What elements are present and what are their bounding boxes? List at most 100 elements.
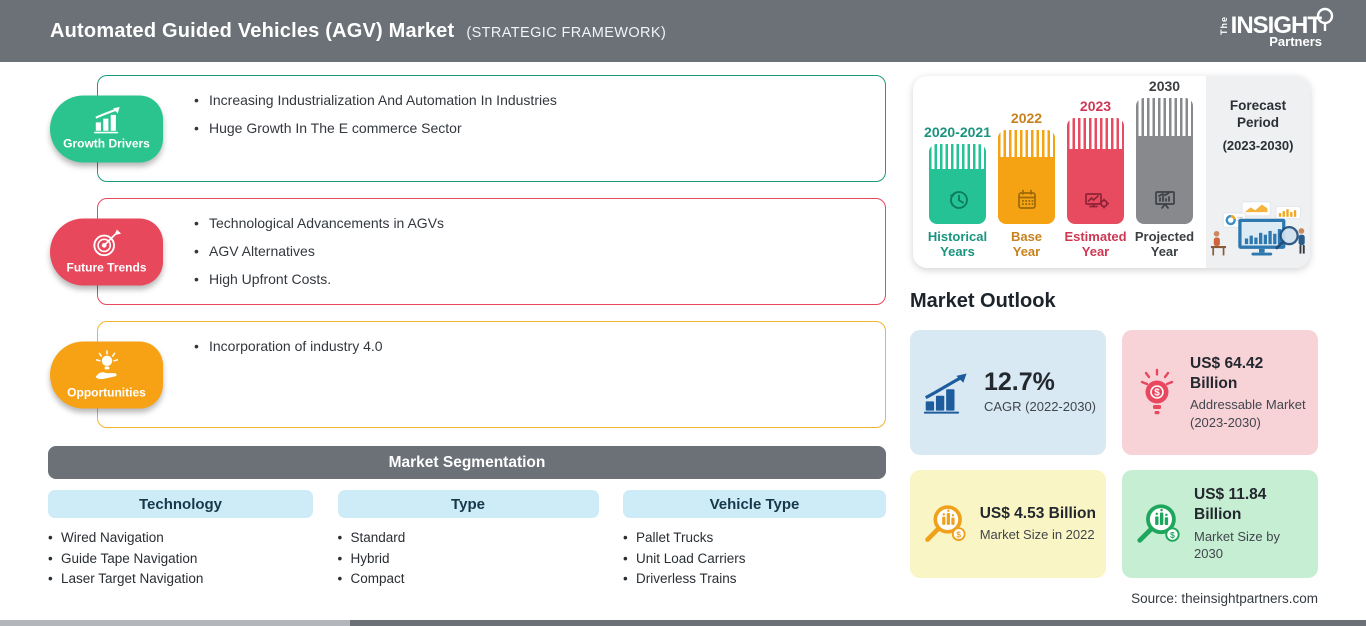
brand-logo-top: The INSIGHT bbox=[1218, 7, 1336, 39]
magnifier-bars-icon: $ bbox=[925, 505, 966, 542]
segmentation-columns: Technology Wired Navigation Guide Tape N… bbox=[48, 490, 886, 590]
timeline-bar-estimated: 2023 bbox=[1064, 98, 1127, 260]
column-list: Standard Hybrid Compact bbox=[338, 528, 599, 590]
timeline-bar-historical: 2020-2021 Historical Year bbox=[924, 124, 991, 260]
bar-solid bbox=[929, 169, 986, 225]
presentation-chart-icon bbox=[1154, 191, 1175, 209]
addressable-market-card: $ US$ 64.42 Billion Addressable Market (… bbox=[1122, 330, 1318, 455]
segmentation-column-technology: Technology Wired Navigation Guide Tape N… bbox=[48, 490, 313, 590]
list-item: Laser Target Navigation bbox=[48, 569, 313, 590]
card-desc: Addressable Market (2023-2030) bbox=[1190, 397, 1306, 430]
scrollbar-thumb[interactable] bbox=[350, 620, 1366, 626]
timeline-bars: 2020-2021 Historical Year bbox=[924, 78, 1195, 260]
market-size-2030-card: $ US$ 11.84 Billion Market Size by 2030 bbox=[1122, 470, 1318, 578]
timeline-bar bbox=[1136, 98, 1193, 225]
svg-text:$: $ bbox=[956, 530, 961, 539]
column-header: Vehicle Type bbox=[623, 490, 886, 518]
forecast-range: (2023-2030) bbox=[1222, 137, 1294, 153]
card-text: US$ 11.84 Billion Market Size by 2030 bbox=[1194, 485, 1308, 562]
opportunities-badge: Opportunities bbox=[50, 341, 163, 408]
timeline-bar bbox=[998, 130, 1055, 225]
card-desc: Market Size by 2030 bbox=[1194, 528, 1280, 562]
opportunities-section: Incorporation of industry 4.0 Opportunit… bbox=[50, 321, 886, 428]
timeline-bar bbox=[929, 144, 986, 225]
market-size-2022-card: $ US$ 4.53 Billion Market Size in 2022 bbox=[910, 470, 1106, 578]
list-item: Huge Growth In The E commerce Sector bbox=[194, 118, 865, 138]
magnifier-bars-icon: $ bbox=[1137, 504, 1180, 543]
growth-arrow-chart-icon bbox=[923, 373, 967, 414]
forecast-period-panel: Forecast Period (2023-2030) bbox=[1206, 76, 1310, 268]
timeline-label: Projected Year bbox=[1134, 229, 1195, 260]
card-value: US$ 4.53 Billion bbox=[979, 505, 1096, 523]
list-item: Compact bbox=[338, 569, 599, 590]
card-value: US$ 64.42 Billion bbox=[1190, 354, 1264, 392]
column-list: Pallet Trucks Unit Load Carriers Driverl… bbox=[623, 528, 886, 590]
bar-stripes bbox=[1136, 98, 1193, 137]
timeline-label: Base Year bbox=[1010, 229, 1043, 260]
horizontal-scrollbar bbox=[0, 620, 1366, 626]
chart-gear-icon bbox=[1084, 193, 1109, 209]
market-outlook-title: Market Outlook bbox=[910, 290, 1056, 312]
forecast-title: Forecast Period bbox=[1229, 98, 1287, 130]
bar-solid bbox=[1136, 136, 1193, 225]
card-value: US$ 11.84 Billion bbox=[1194, 486, 1267, 524]
badge-label: Future Trends bbox=[66, 260, 147, 275]
list-item: High Upfront Costs. bbox=[194, 269, 865, 289]
outlook-cards: 12.7% CAGR (2022-2030) $ US$ bbox=[910, 330, 1318, 578]
page-subtitle: (STRATEGIC FRAMEWORK) bbox=[466, 24, 667, 41]
card-text: US$ 4.53 Billion Market Size in 2022 bbox=[980, 504, 1096, 544]
list-item: Incorporation of industry 4.0 bbox=[194, 336, 865, 356]
svg-text:$: $ bbox=[1154, 387, 1160, 398]
bar-stripes bbox=[998, 130, 1055, 158]
timeline-card: 2020-2021 Historical Year bbox=[913, 76, 1310, 268]
timeline-year: 2020-2021 bbox=[924, 124, 991, 141]
market-segmentation-bar: Market Segmentation bbox=[48, 446, 886, 479]
logo-insight: INSIGHT bbox=[1230, 12, 1322, 39]
logo-the: The bbox=[1218, 16, 1229, 36]
source-attribution: Source: theinsightpartners.com bbox=[1131, 591, 1318, 606]
timeline-bar-projected: 2030 bbox=[1134, 78, 1195, 260]
badge-label: Opportunities bbox=[67, 385, 146, 400]
timeline-year: 2030 bbox=[1148, 78, 1181, 95]
cagr-card: 12.7% CAGR (2022-2030) bbox=[910, 330, 1106, 455]
list-item: Guide Tape Navigation bbox=[48, 549, 313, 570]
timeline-label: Estimated Year bbox=[1064, 229, 1127, 260]
growth-drivers-list: Increasing Industrialization And Automat… bbox=[194, 90, 865, 138]
bar-stripes bbox=[929, 144, 986, 170]
list-item: Pallet Trucks bbox=[623, 528, 886, 549]
column-list: Wired Navigation Guide Tape Navigation L… bbox=[48, 528, 313, 590]
list-item: Unit Load Carriers bbox=[623, 549, 886, 570]
bar-chart-arrow-icon bbox=[93, 106, 120, 134]
column-header: Type bbox=[337, 490, 599, 518]
timeline-label: Historical Years bbox=[927, 229, 988, 260]
svg-text:$: $ bbox=[1170, 530, 1175, 540]
future-trends-list: Technological Advancements in AGVs AGV A… bbox=[194, 213, 865, 289]
segmentation-column-vehicle-type: Vehicle Type Pallet Trucks Unit Load Car… bbox=[623, 490, 886, 590]
card-text: US$ 64.42 Billion Addressable Market (20… bbox=[1190, 354, 1308, 431]
bulb-dollar-icon: $ bbox=[1140, 368, 1174, 414]
timeline-bar-base: 2022 bbox=[998, 110, 1055, 260]
header-bar: Automated Guided Vehicles (AGV) Market (… bbox=[0, 0, 1366, 62]
timeline-year: 2022 bbox=[1010, 110, 1043, 127]
bar-stripes bbox=[1067, 118, 1124, 150]
list-item: Wired Navigation bbox=[48, 528, 313, 549]
card-value: 12.7% bbox=[984, 367, 1055, 396]
growth-drivers-section: Increasing Industrialization And Automat… bbox=[50, 75, 886, 182]
list-item: Technological Advancements in AGVs bbox=[194, 213, 865, 233]
list-item: Hybrid bbox=[338, 549, 599, 570]
calendar-icon bbox=[1017, 189, 1036, 209]
title-wrap: Automated Guided Vehicles (AGV) Market (… bbox=[50, 20, 666, 43]
future-trends-box: Technological Advancements in AGVs AGV A… bbox=[97, 198, 886, 305]
magnifier-icon bbox=[1316, 7, 1334, 31]
page-title: Automated Guided Vehicles (AGV) Market bbox=[50, 19, 455, 42]
segmentation-column-type: Type Standard Hybrid Compact bbox=[337, 490, 599, 590]
future-trends-badge: Future Trends bbox=[50, 218, 163, 285]
analytics-illustration bbox=[1210, 201, 1305, 256]
logo-partners: Partners bbox=[1269, 34, 1322, 49]
timeline-year: 2023 bbox=[1079, 98, 1112, 115]
column-header: Technology bbox=[48, 490, 313, 518]
brand-logo: The INSIGHT Partners bbox=[1218, 7, 1336, 49]
list-item: Driverless Trains bbox=[623, 569, 886, 590]
clock-history-icon bbox=[949, 191, 968, 210]
card-desc: Market Size in 2022 bbox=[979, 527, 1095, 543]
